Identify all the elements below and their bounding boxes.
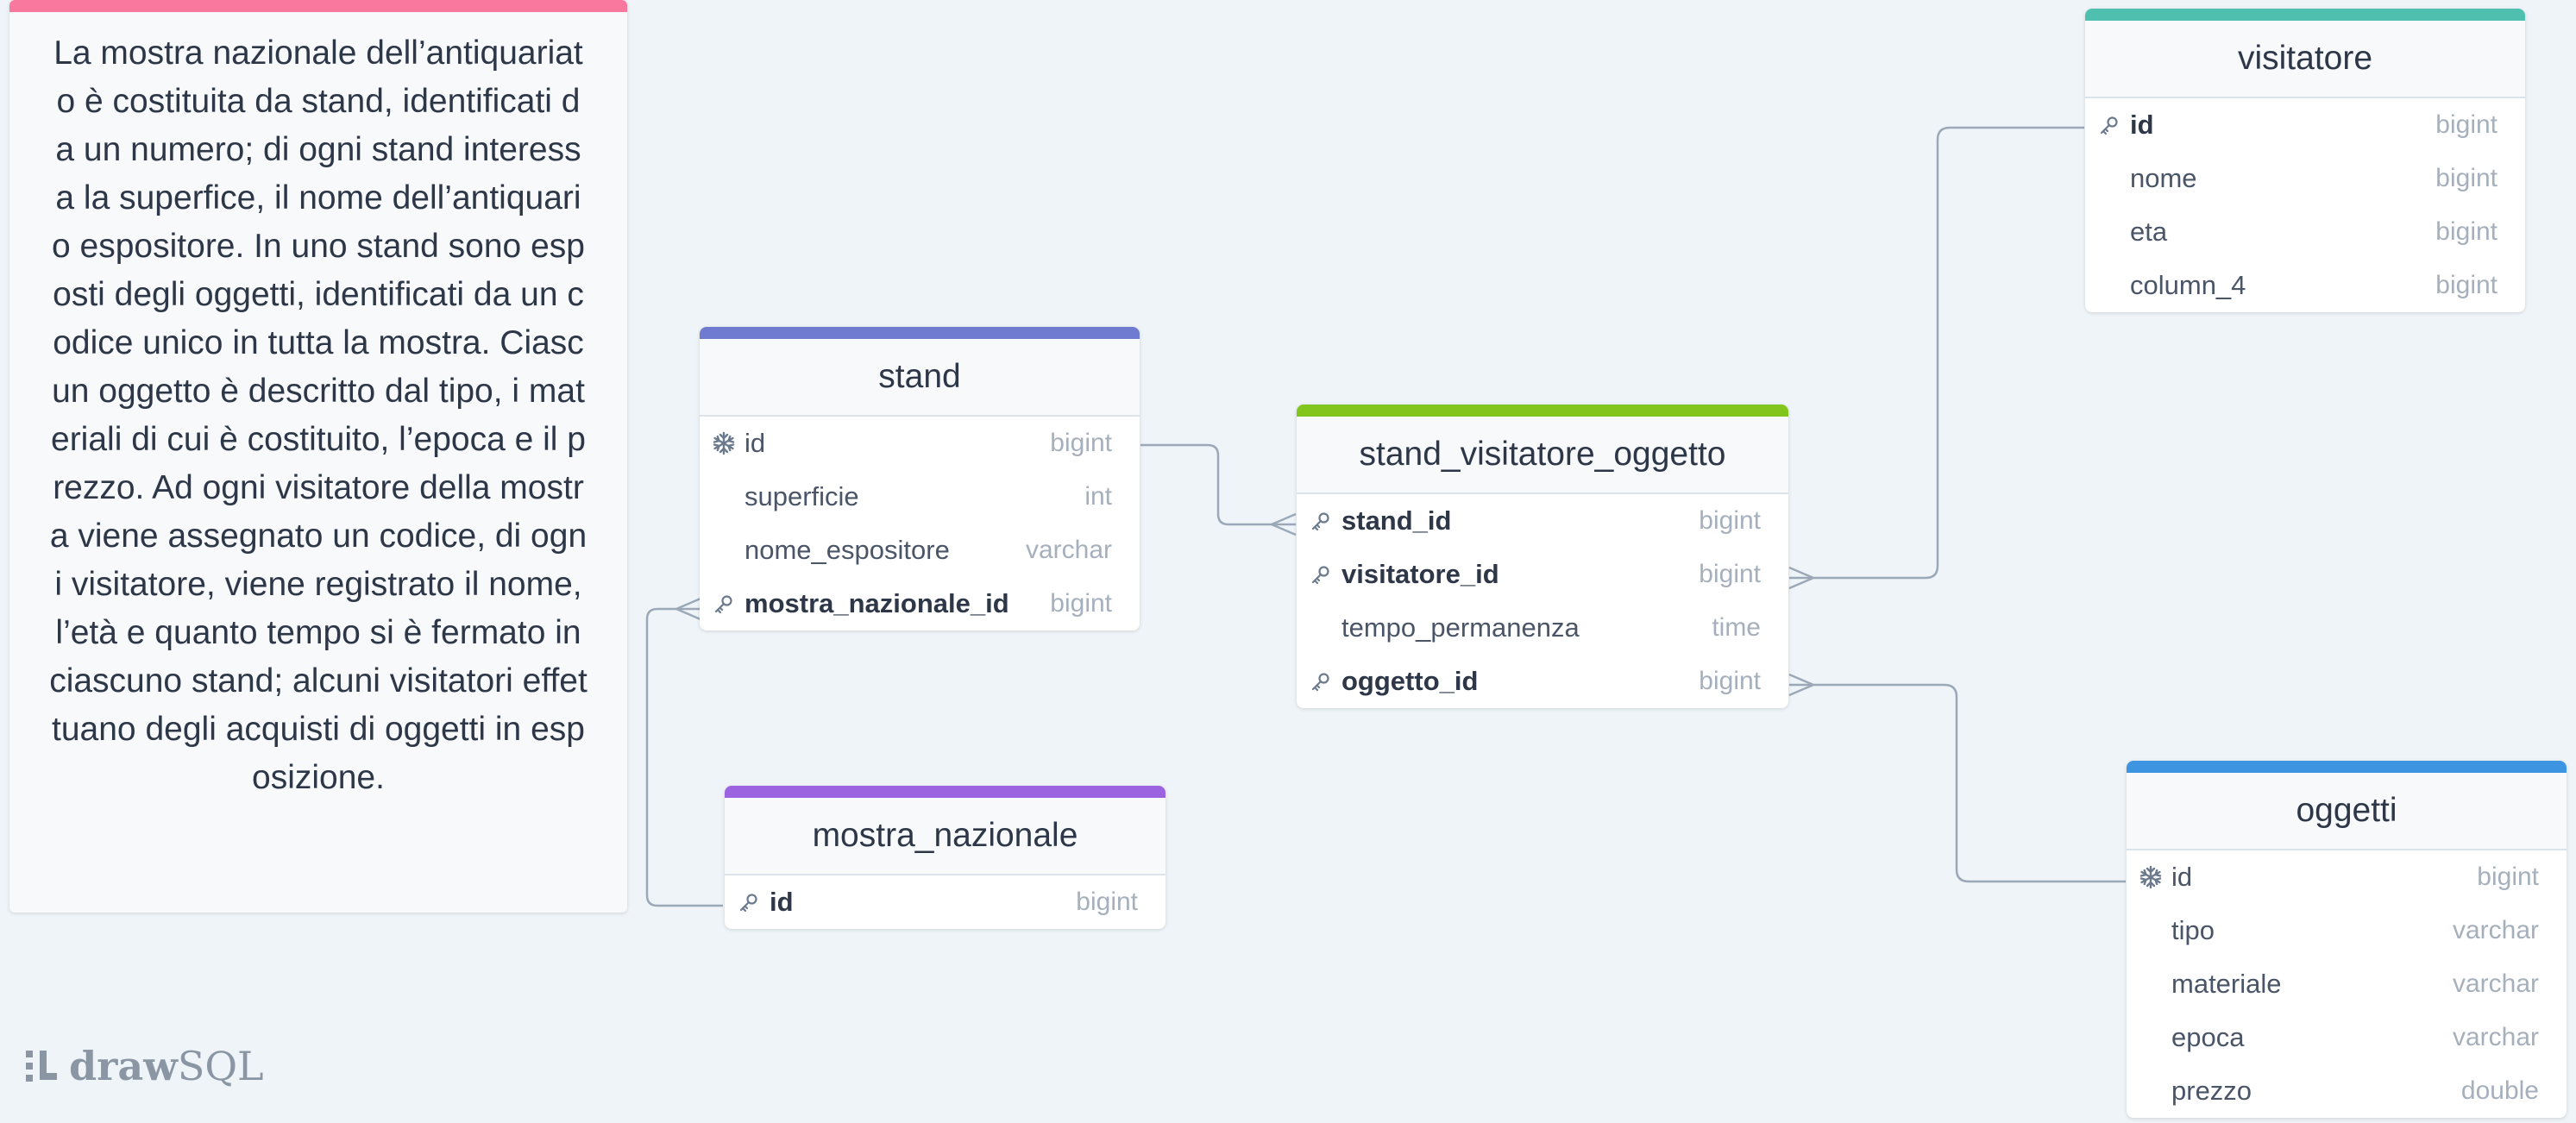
column-name: stand_id <box>1341 505 1452 536</box>
drawsql-logo-icon <box>26 1051 57 1082</box>
column-type: time <box>1712 613 1761 642</box>
stand-visitatore-oggetto-column-tempo-permanenza[interactable]: tempo_permanenza time <box>1297 601 1788 655</box>
stand-column-nome-espositore[interactable]: nome_espositore varchar <box>700 524 1140 577</box>
column-type: bigint <box>1699 667 1761 695</box>
stand-visitatore-oggetto-column-stand-id[interactable]: stand_id bigint <box>1297 494 1788 548</box>
column-type: varchar <box>2452 916 2539 944</box>
column-name: prezzo <box>2171 1076 2252 1106</box>
relation-oggetti-to-stand-visitatore-oggetto <box>1789 683 2126 883</box>
column-name: visitatore_id <box>1341 559 1499 589</box>
note-text: La mostra nazionale dell’antiquariato è … <box>49 35 587 796</box>
column-type: bigint <box>1076 888 1138 916</box>
crowfoot-visitatore-id <box>1788 566 1814 590</box>
table-oggetti[interactable]: oggetti id bigint tipo varchar materiale varch… <box>2127 761 2567 1118</box>
oggetti-color-bar <box>2127 761 2567 773</box>
key-icon <box>712 577 736 631</box>
note-color-bar <box>9 0 627 12</box>
stand-visitatore-oggetto-color-bar <box>1297 405 1788 417</box>
logo-word-draw: draw <box>69 1043 178 1089</box>
stand-column-mostra-nazionale-id[interactable]: mostra_nazionale_id bigint <box>700 577 1140 631</box>
oggetti-column-tipo[interactable]: tipo varchar <box>2127 904 2567 957</box>
oggetti-column-materiale[interactable]: materiale varchar <box>2127 957 2567 1011</box>
column-type: double <box>2460 1076 2539 1105</box>
oggetti-column-id[interactable]: id bigint <box>2127 850 2567 904</box>
column-type: bigint <box>1699 560 1761 588</box>
column-type: bigint <box>2435 164 2497 192</box>
column-name: superficie <box>745 481 859 511</box>
column-type: int <box>1084 482 1112 511</box>
column-name: tipo <box>2171 915 2215 945</box>
column-name: epoca <box>2171 1022 2245 1052</box>
column-name: nome <box>2130 163 2197 193</box>
column-name: id <box>2130 110 2154 140</box>
column-type: bigint <box>1050 589 1112 618</box>
snowflake-icon <box>2139 850 2163 904</box>
logo-word-sql: SQL <box>177 1043 264 1089</box>
column-name: id <box>2171 862 2193 892</box>
column-name: mostra_nazionale_id <box>745 588 1009 618</box>
key-icon <box>1309 494 1333 548</box>
key-icon <box>737 875 761 929</box>
oggetti-table-title[interactable]: oggetti <box>2127 773 2567 850</box>
crowfoot-mostra-nazionale-id <box>675 597 701 621</box>
mostra-nazionale-column-id[interactable]: id bigint <box>725 875 1165 929</box>
visitatore-column-nome[interactable]: nome bigint <box>2085 152 2525 205</box>
stand-column-id[interactable]: id bigint <box>700 417 1140 470</box>
key-icon <box>2097 98 2121 152</box>
stand-visitatore-oggetto-column-oggetto-id[interactable]: oggetto_id bigint <box>1297 655 1788 708</box>
column-name: oggetto_id <box>1341 666 1479 696</box>
visitatore-column-id[interactable]: id bigint <box>2085 98 2525 152</box>
column-name: nome_espositore <box>745 535 950 565</box>
key-icon <box>1309 548 1333 601</box>
oggetti-column-prezzo[interactable]: prezzo double <box>2127 1064 2567 1118</box>
column-type: bigint <box>2477 863 2539 891</box>
column-type: bigint <box>2435 271 2497 299</box>
column-name: tempo_permanenza <box>1341 612 1580 643</box>
mostra-nazionale-table-title[interactable]: mostra_nazionale <box>725 798 1165 875</box>
table-stand[interactable]: stand id bigint superficie int nome_espositor… <box>700 327 1140 631</box>
visitatore-table-title[interactable]: visitatore <box>2085 21 2525 98</box>
relation-mostra-nazionale-to-stand <box>645 607 723 907</box>
column-type: varchar <box>1025 536 1112 564</box>
visitatore-column-eta[interactable]: eta bigint <box>2085 205 2525 259</box>
stand-table-title[interactable]: stand <box>700 339 1140 417</box>
column-type: bigint <box>2435 217 2497 246</box>
column-type: bigint <box>1050 429 1112 457</box>
crowfoot-stand-id <box>1271 512 1297 536</box>
column-type: varchar <box>2452 1023 2539 1051</box>
relation-visitatore-to-stand-visitatore-oggetto <box>1789 126 2084 580</box>
stand-visitatore-oggetto-table-title[interactable]: stand_visitatore_oggetto <box>1297 417 1788 494</box>
column-name: column_4 <box>2130 270 2246 300</box>
key-icon <box>1309 655 1333 708</box>
column-name: id <box>745 428 766 458</box>
snowflake-icon <box>712 417 736 470</box>
column-name: id <box>770 887 794 917</box>
column-name: eta <box>2130 216 2168 247</box>
crowfoot-oggetto-id <box>1788 673 1814 697</box>
note-card[interactable]: La mostra nazionale dell’antiquariato è … <box>9 0 627 913</box>
relation-stand-to-stand-visitatore-oggetto <box>1140 443 1296 526</box>
mostra-nazionale-color-bar <box>725 786 1165 798</box>
stand-visitatore-oggetto-column-visitatore-id[interactable]: visitatore_id bigint <box>1297 548 1788 601</box>
column-name: materiale <box>2171 969 2282 999</box>
column-type: varchar <box>2452 969 2539 998</box>
visitatore-column-column-4[interactable]: column_4 bigint <box>2085 259 2525 312</box>
column-type: bigint <box>2435 110 2497 139</box>
oggetti-column-epoca[interactable]: epoca varchar <box>2127 1011 2567 1064</box>
visitatore-color-bar <box>2085 9 2525 21</box>
stand-column-superficie[interactable]: superficie int <box>700 470 1140 524</box>
stand-color-bar <box>700 327 1140 339</box>
column-type: bigint <box>1699 506 1761 535</box>
